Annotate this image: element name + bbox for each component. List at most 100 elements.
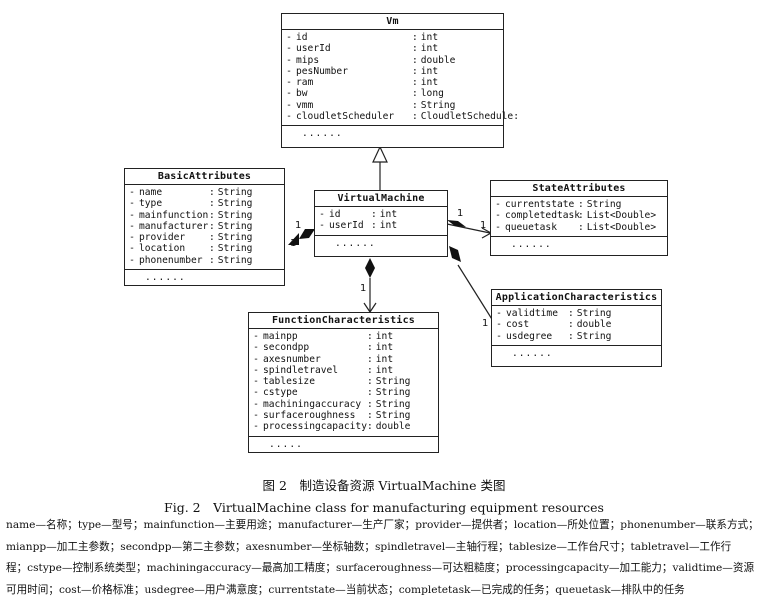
class-box-vm: Vm -id:int-userId:int-mips:double-pesNum… <box>281 13 519 148</box>
visibility-marker: - <box>253 353 259 365</box>
class-box-basic-attributes: BasicAttributes -name:String-type:String… <box>124 168 285 286</box>
attribute-name: usdegree <box>506 330 553 342</box>
type-separator: : <box>209 243 215 255</box>
attribute-row: -validtime:String <box>492 308 661 319</box>
type-separator: : <box>209 187 215 198</box>
attribute-row: -machiningaccuracy:String <box>249 399 438 410</box>
class-box-function-characteristics: FunctionCharacteristics -mainpp:int-seco… <box>248 312 439 453</box>
attribute-row: -usdegree:String <box>492 331 661 342</box>
attribute-name: type <box>139 198 163 210</box>
attribute-name: location <box>139 243 186 255</box>
legend-line-4: 可用时间；cost—价格标准；usdegree—用户满意度；currentsta… <box>6 584 685 596</box>
multiplicity-state-side: 1 <box>480 220 487 231</box>
composition-diamond-state <box>447 220 466 227</box>
attribute-name: manufacturer <box>139 220 209 232</box>
visibility-marker: - <box>286 54 292 66</box>
composition-diamond-basic <box>299 229 315 239</box>
attribute-row: -bw:long <box>282 88 503 99</box>
type-separator: : <box>367 331 373 342</box>
attribute-name: vmm <box>296 99 314 111</box>
attribute-type: String <box>217 209 253 221</box>
attribute-row: -mainfunction:String <box>125 210 284 221</box>
attribute-name: spindletravel <box>263 364 339 376</box>
attribute-type: String <box>217 187 253 198</box>
multiplicity-func-side: 1 <box>360 283 367 294</box>
attribute-name: axesnumber <box>263 353 321 365</box>
attribute-type: int <box>375 342 394 354</box>
type-separator: : <box>412 111 418 123</box>
type-separator: : <box>209 220 215 232</box>
attribute-name: bw <box>296 88 308 100</box>
type-separator: : <box>371 220 377 232</box>
class-title: VirtualMachine <box>315 191 447 207</box>
visibility-marker: - <box>253 421 259 433</box>
legend-line-2: mianpp—加工主参数；secondpp—第二主参数；axesnumber—坐… <box>6 541 732 553</box>
visibility-marker: - <box>129 209 135 221</box>
attribute-type: List<Double> <box>586 221 657 233</box>
operations-placeholder: ...... <box>512 347 553 359</box>
visibility-marker: - <box>253 342 259 354</box>
operations-placeholder: ...... <box>145 272 186 284</box>
composition-diamond-func <box>365 258 375 278</box>
class-title: StateAttributes <box>491 181 667 197</box>
attribute-type: String <box>217 220 253 232</box>
attribute-type: int <box>375 331 394 342</box>
attribute-row: -secondpp:int <box>249 342 438 353</box>
type-separator: : <box>367 421 373 433</box>
attribute-type: CloudletSchedule: <box>420 111 519 123</box>
attribute-type: int <box>375 353 394 365</box>
attribute-type: int <box>379 209 398 220</box>
attribute-row: -currentstate:String <box>491 199 667 210</box>
attribute-name: cost <box>506 319 530 331</box>
attribute-row: -location:String <box>125 243 284 254</box>
composition-diamond-app <box>449 246 461 262</box>
generalization-arrowhead <box>372 145 388 163</box>
type-separator: : <box>367 364 373 376</box>
attribute-name: mainpp <box>263 331 298 342</box>
attribute-name: id <box>296 32 308 43</box>
figure-caption-zh: 图 2 制造设备资源 VirtualMachine 类图 <box>262 478 506 493</box>
attribute-row: -tablesize:String <box>249 376 438 387</box>
attribute-row: -phonenumber:String <box>125 255 284 266</box>
attribute-name: machiningaccuracy <box>263 398 362 410</box>
visibility-marker: - <box>319 220 325 232</box>
attribute-name: mips <box>296 54 320 66</box>
visibility-marker: - <box>286 77 292 89</box>
type-separator: : <box>209 209 215 221</box>
attribute-name: processingcapacity <box>263 421 367 433</box>
visibility-marker: - <box>129 232 135 244</box>
attribute-row: -processingcapacity:double <box>249 421 438 432</box>
type-separator: : <box>367 410 373 422</box>
attribute-name: userId <box>296 43 331 55</box>
visibility-marker: - <box>253 376 259 388</box>
attribute-list: -id:int-userId:int-mips:double-pesNumber… <box>282 30 519 127</box>
type-separator: : <box>367 387 373 399</box>
attribute-row: -vmm:String <box>282 100 503 111</box>
visibility-marker: - <box>253 387 259 399</box>
attribute-type: int <box>420 65 439 77</box>
attribute-type: double <box>375 421 411 433</box>
attribute-row: -cost:double <box>492 319 661 330</box>
attribute-type: double <box>420 54 456 66</box>
attribute-row: -cstype:String <box>249 387 438 398</box>
class-title: FunctionCharacteristics <box>249 313 438 329</box>
attribute-type: long <box>420 88 444 100</box>
attribute-type: String <box>217 243 253 255</box>
attribute-type: int <box>420 43 439 55</box>
multiplicity-basic-vm-side: 1 <box>295 220 302 231</box>
attribute-name: validtime <box>506 308 558 319</box>
attribute-row: -provider:String <box>125 232 284 243</box>
visibility-marker: - <box>129 254 135 266</box>
visibility-marker: - <box>253 410 259 422</box>
attribute-type: String <box>217 254 253 266</box>
attribute-row: -userId:int <box>282 43 503 54</box>
attribute-name: completedtask <box>505 210 581 222</box>
attribute-name: name <box>139 187 163 198</box>
uml-class-diagram: Vm -id:int-userId:int-mips:double-pesNum… <box>124 13 668 453</box>
attribute-list: -name:String-type:String-mainfunction:St… <box>125 185 284 271</box>
visibility-marker: - <box>286 32 292 43</box>
attribute-name: userId <box>329 220 364 232</box>
attribute-type: String <box>375 410 411 422</box>
attribute-type: double <box>576 319 612 331</box>
attribute-name: phonenumber <box>139 254 203 266</box>
